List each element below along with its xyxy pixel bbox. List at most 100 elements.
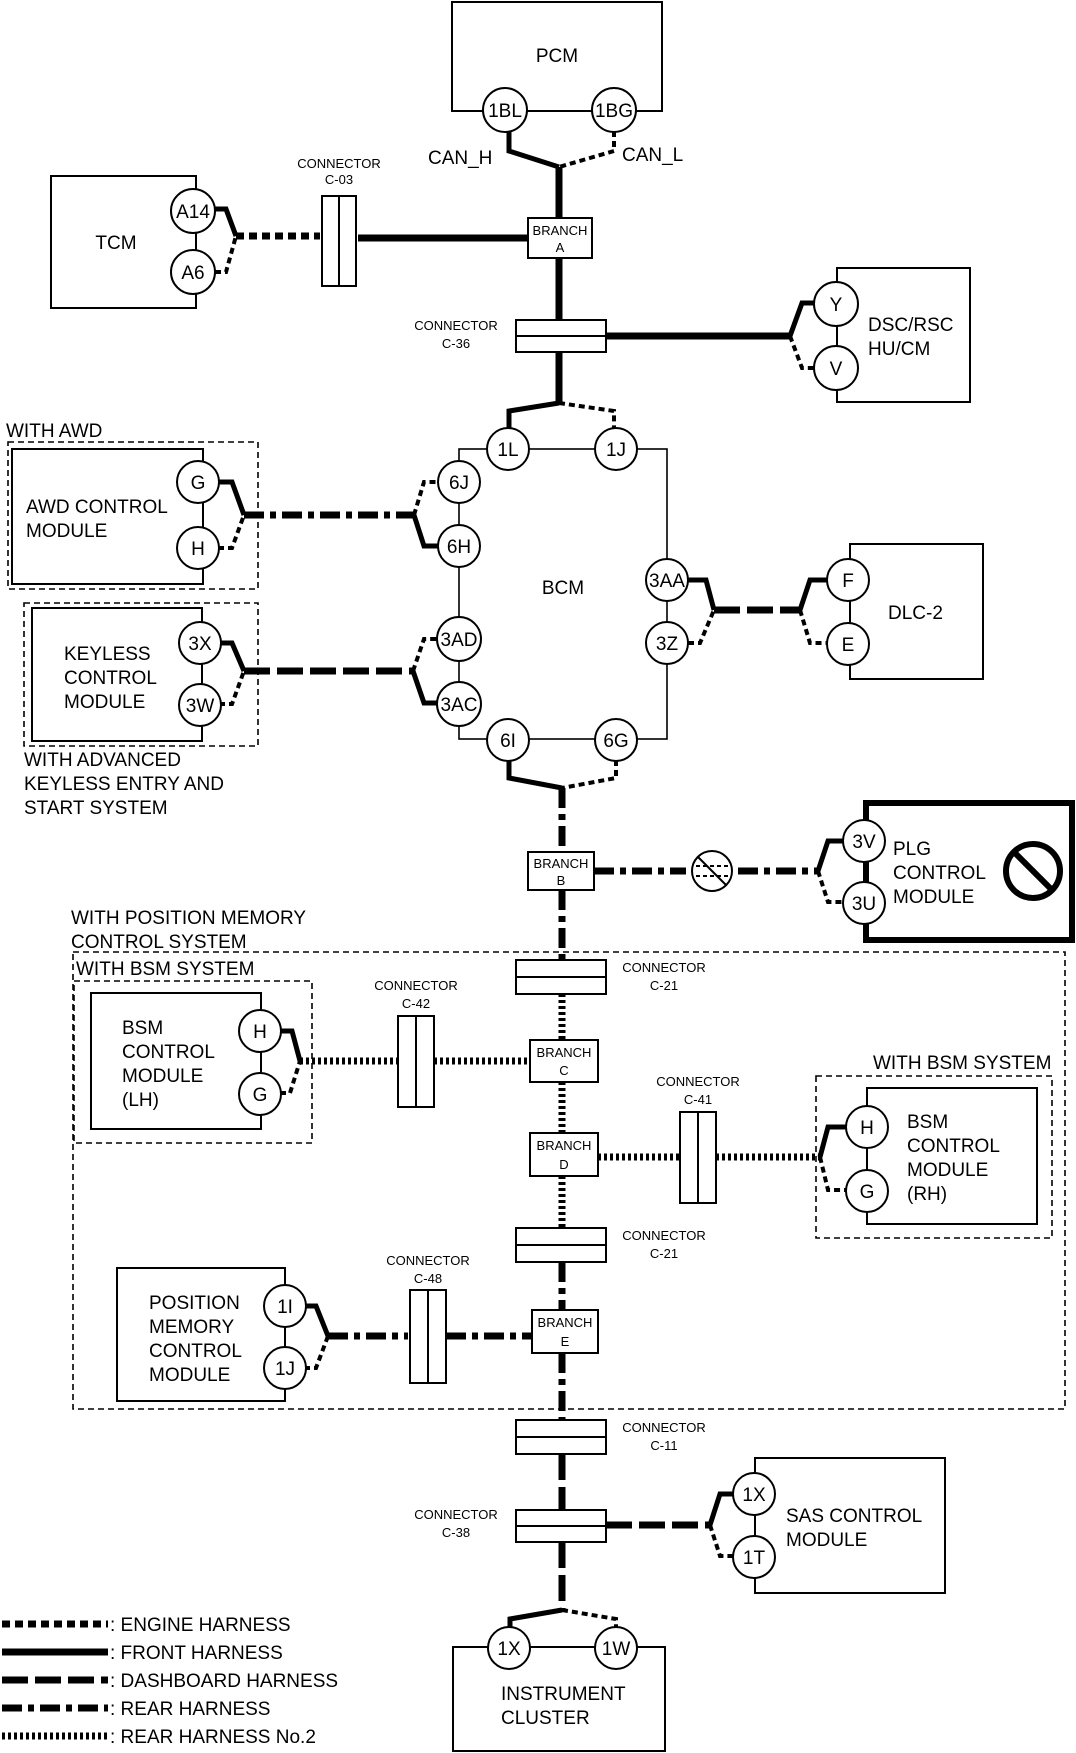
branch-e: BRANCH E [531, 1309, 599, 1354]
pcm-can-h-wire [506, 131, 560, 170]
position-memory-module: POSITION MEMORY CONTROL MODULE [116, 1267, 286, 1402]
branch-b-label-1: BRANCH [534, 856, 589, 871]
c42-label-1: CONNECTOR [374, 978, 458, 993]
advanced-keyless-label-3: START SYSTEM [24, 798, 168, 819]
pm-label-4: MODULE [149, 1365, 230, 1386]
pin-bsml-g: G [238, 1072, 282, 1116]
pin-dlc-e: E [826, 622, 870, 666]
dsc-can-h-wire [787, 300, 816, 337]
c41-label-2: C-41 [684, 1092, 712, 1107]
position-memory-system-label-1: WITH POSITION MEMORY [71, 908, 306, 929]
pin-bcm-1l: 1L [486, 427, 530, 471]
ic-label-1: INSTRUMENT [501, 1684, 626, 1705]
bsm-lh-module: BSM CONTROL MODULE (LH) [90, 992, 262, 1130]
pin-label: 6H [447, 537, 471, 558]
awd-label-1: AWD CONTROL [26, 497, 168, 518]
with-awd-label: WITH AWD [6, 421, 102, 442]
bsm-lh-label-2: CONTROL [122, 1042, 215, 1063]
legend-rear-label: : REAR HARNESS [110, 1699, 270, 1720]
pin-label: 1X [497, 1639, 521, 1660]
pin-label: 1L [497, 440, 518, 461]
pin-bcm-3ac: 3AC [436, 681, 482, 727]
pin-label: 6G [603, 731, 628, 752]
bcm-6g-wire [561, 760, 618, 790]
pin-label: G [253, 1085, 268, 1106]
bsm-rh-label-4: (RH) [907, 1184, 947, 1205]
pin-label: 3U [852, 894, 876, 915]
plg-3u-wire [816, 870, 844, 904]
dsc-module: DSC/RSC HU/CM [836, 267, 971, 403]
connector-c11: CONNECTOR C-11 [515, 1419, 706, 1455]
awd-g-wire [218, 479, 247, 516]
branch-a: BRANCH A [527, 217, 593, 259]
dsc-label-2: HU/CM [868, 339, 930, 360]
sas-1x-wire [707, 1491, 736, 1526]
pm-label-2: MEMORY [149, 1317, 234, 1338]
bcm-3ac-wire [410, 670, 439, 706]
advanced-keyless-label-1: WITH ADVANCED [24, 750, 181, 771]
c38-label-1: CONNECTOR [414, 1507, 498, 1522]
branch-c: BRANCH C [529, 1039, 599, 1083]
pm-1j-wire [304, 1335, 330, 1370]
pin-label: F [842, 571, 854, 592]
plg-label-1: PLG [893, 839, 931, 860]
connector-c41: CONNECTOR C-41 [656, 1074, 740, 1204]
pin-label: 1X [742, 1485, 766, 1506]
pin-label: 1W [602, 1639, 631, 1660]
pin-label: 1J [606, 440, 626, 461]
pin-label: H [253, 1022, 267, 1043]
dlc-label: DLC-2 [888, 603, 943, 624]
pin-label: 3X [188, 634, 212, 655]
legend-dashboard-label: : DASHBOARD HARNESS [110, 1671, 338, 1692]
sas-label-2: MODULE [786, 1530, 867, 1551]
keyless-label-2: CONTROL [64, 668, 157, 689]
pin-label: 3V [852, 832, 876, 853]
pin-label: 3AC [441, 695, 478, 716]
pin-label: 1BL [488, 101, 522, 122]
pin-pcm-1bl: 1BL [482, 87, 528, 133]
pin-label: E [842, 635, 855, 656]
pin-key-3w: 3W [178, 683, 222, 727]
c48-label-2: C-48 [414, 1271, 442, 1286]
ic-1w-wire [561, 1608, 618, 1630]
pin-bcm-6i: 6I [486, 718, 530, 762]
tcm-can-h-wire [215, 206, 239, 237]
connector-c21-lower: CONNECTOR C-21 [515, 1227, 706, 1263]
c21b-label-2: C-21 [650, 1246, 678, 1261]
pin-label: 3Z [656, 634, 679, 655]
pin-label: G [191, 473, 206, 494]
pin-plg-3v: 3V [842, 819, 886, 863]
prohibited-icon [1003, 841, 1063, 901]
tcm-module: TCM [50, 175, 197, 309]
c21a-label-2: C-21 [650, 978, 678, 993]
bsm-rh-label-1: BSM [907, 1112, 948, 1133]
connector-c48: CONNECTOR C-48 [386, 1253, 470, 1384]
c36-label-2: C-36 [442, 336, 470, 351]
pin-tcm-a6: A6 [170, 249, 216, 295]
pin-label: 6I [500, 731, 516, 752]
pin-label: H [860, 1118, 874, 1139]
connector-c38: CONNECTOR C-38 [414, 1507, 607, 1543]
pin-label: H [191, 539, 205, 560]
pin-bcm-3aa: 3AA [645, 558, 689, 602]
pin-label: 6J [449, 473, 469, 494]
branch-c-label-2: C [559, 1063, 568, 1078]
pin-bcm-3ad: 3AD [436, 616, 482, 662]
dsc-can-l-wire [788, 335, 816, 370]
c42-label-2: C-42 [402, 996, 430, 1011]
key-3x-wire [219, 640, 247, 672]
bsm-rh-module: BSM CONTROL MODULE (RH) [866, 1087, 1038, 1225]
pm-label-1: POSITION [149, 1293, 240, 1314]
tcm-can-l-wire [215, 235, 238, 274]
branch-d-label-2: D [559, 1157, 568, 1172]
branch-e-label-2: E [561, 1334, 570, 1349]
c11-label-2: C-11 [650, 1438, 677, 1453]
pin-label: V [830, 359, 843, 380]
c41-label-1: CONNECTOR [656, 1074, 740, 1089]
bcm-6i-wire [506, 760, 563, 791]
pin-plg-3u: 3U [842, 881, 886, 925]
plg-label-3: MODULE [893, 887, 974, 908]
pcm-label: PCM [536, 46, 578, 67]
pin-pcm-1bg: 1BG [591, 87, 637, 133]
branch-a-label-1: BRANCH [533, 223, 588, 238]
